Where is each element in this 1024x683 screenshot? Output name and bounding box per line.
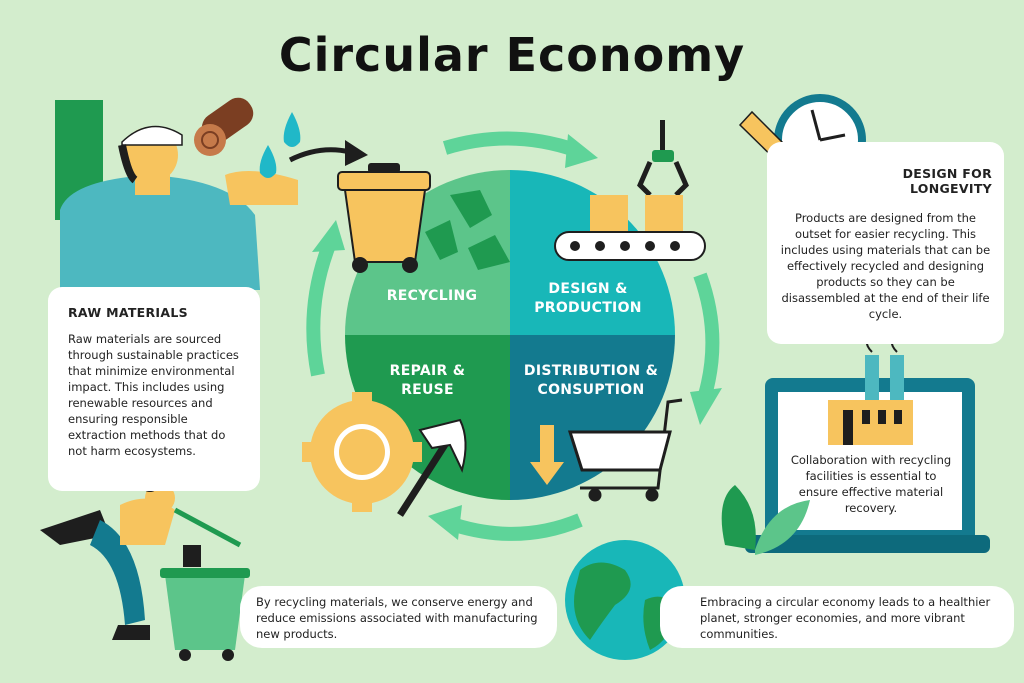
leaf-icon [721, 485, 810, 555]
shopping-cart-icon [567, 398, 683, 502]
cycle-arrowhead-left [312, 220, 345, 252]
cycle-arrow-left [306, 245, 335, 377]
raw-materials-card: RAW MATERIALS Raw materials are sourced … [48, 287, 260, 491]
cycle-arrow-top [442, 131, 578, 157]
box-icon [590, 195, 628, 231]
label-repair-line2: REUSE [401, 382, 454, 398]
label-distribution-consumption: DISTRIBUTION & CONSUPTION [512, 362, 670, 400]
recycle-symbol-icon [425, 190, 510, 270]
label-design-production: DESIGN & PRODUCTION [518, 280, 658, 318]
label-recycling: RECYCLING [372, 287, 492, 306]
benefits-note-text: Embracing a circular economy leads to a … [700, 595, 991, 641]
hammer-icon [397, 418, 467, 517]
worker-icon [55, 100, 298, 290]
label-design-line2: PRODUCTION [534, 300, 642, 316]
water-drop-icon [283, 112, 301, 147]
down-arrow-icon [530, 425, 564, 485]
design-longevity-heading-line2: LONGEVITY [909, 181, 992, 196]
label-repair-reuse: REPAIR & REUSE [365, 362, 490, 400]
design-longevity-text: Products are designed from the outset fo… [780, 211, 991, 321]
label-repair-line1: REPAIR & [389, 363, 466, 379]
label-distribution-line2: CONSUPTION [537, 382, 645, 398]
person-recycling-icon [40, 472, 250, 661]
cycle-arrowhead-right [690, 388, 722, 425]
page-title: Circular Economy [278, 28, 746, 82]
cycle-arrow-bottom [452, 513, 583, 541]
log-icon [194, 97, 254, 156]
collaboration-text: Collaboration with recycling facilities … [790, 453, 952, 515]
crane-claw-icon [637, 120, 689, 197]
quadrant-distribution [510, 335, 675, 500]
conveyor-belt-icon [554, 231, 706, 261]
black-arrow [288, 147, 351, 163]
label-recycling-text: RECYCLING [386, 288, 478, 304]
gear-icon [302, 392, 422, 512]
design-longevity-heading-line1: DESIGN FOR [902, 166, 992, 181]
quadrant-repair [345, 335, 510, 500]
raw-materials-heading: RAW MATERIALS [68, 305, 188, 320]
globe-icon [565, 540, 685, 660]
cycle-arrowhead-bottom [428, 505, 462, 540]
benefits-note-card: Embracing a circular economy leads to a … [660, 586, 1014, 648]
cycle-arrowhead-top [565, 134, 598, 168]
cycle-arrow-right [693, 272, 720, 397]
recycling-note-text: By recycling materials, we conserve ener… [256, 595, 538, 641]
recycle-bin-icon [337, 163, 431, 273]
design-longevity-card: DESIGN FOR LONGEVITY Products are design… [767, 142, 1004, 344]
laptop-icon [745, 378, 990, 553]
design-longevity-heading: DESIGN FOR LONGEVITY [779, 166, 992, 196]
recycling-note-card: By recycling materials, we conserve ener… [240, 586, 557, 648]
raw-materials-text: Raw materials are sourced through sustai… [68, 332, 239, 458]
label-distribution-line1: DISTRIBUTION & [523, 363, 659, 379]
label-design-line1: DESIGN & [548, 281, 628, 297]
